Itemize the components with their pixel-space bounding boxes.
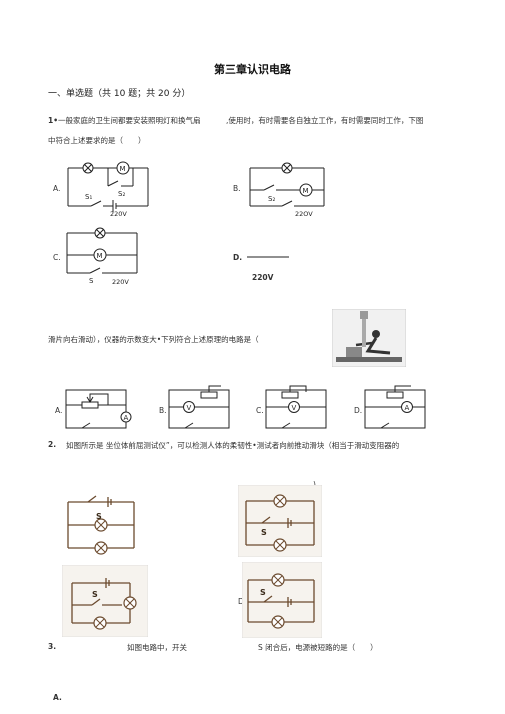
q3-text-b: S 闭合后，电源被短路的是（ ） [258,643,378,652]
q2-option-b[interactable]: B. [159,406,167,415]
q3a-s-label: S [96,512,102,521]
q3-option-d-marker[interactable]: D [238,597,244,606]
q1a-motor-label: M [120,165,126,173]
q3-circuit-c: S [62,565,148,637]
section-heading: 一、单选题（共 10 题；共 20 分） [48,89,191,99]
test-device-photo [332,309,406,367]
q2-option-c[interactable]: C. [256,406,264,415]
q2-text-top: 滑片向右滑动），仪器的示数变大•下列符合上述原理的电路是（ [48,335,259,344]
q2-text-main: 如图所示是 坐位体前屈测试仪”，可以检测人体的柔韧性•测试者向前推动滑块（相当于… [66,441,400,450]
q1-option-d[interactable]: D. [233,253,243,262]
q2a-meter: A [124,414,129,422]
q3-circuit-b: S [238,485,322,557]
q1-option-c[interactable]: C. [53,253,61,262]
q3c-s-label: S [92,590,98,599]
q1d-voltage: 220V [252,273,274,282]
q2d-meter: A [405,404,410,412]
q1-circuit-a: M S₁ S₂ 220V [67,161,149,218]
q3b-s-label: S [261,528,267,537]
q1-option-b[interactable]: B. [233,184,241,193]
q1c-voltage: 220V [112,278,129,286]
q1a-s2-label: S₂ [118,190,125,198]
q1c-motor-label: M [97,252,103,260]
q3-number: 3. [48,642,57,651]
q1b-motor-label: M [303,187,309,195]
q2b-meter: V [187,404,192,412]
q2-circuit-a: A [65,389,132,429]
q1-number: 1• [48,116,59,125]
q2-circuit-c: V [265,385,327,429]
q1a-s1-label: S₁ [85,193,92,201]
q1-option-d-line [247,256,289,258]
q2-option-d[interactable]: D. [354,406,363,415]
q2-option-a[interactable]: A. [55,406,63,415]
q1-option-a[interactable]: A. [53,184,61,193]
q3-text-a: 如图电路中，开关 [127,643,187,652]
q1-text-a: 一般家庭的卫生间都要安装照明灯和换气扇 [58,116,201,125]
q1-circuit-b: M S₂ 22OV [249,162,325,218]
q1-text-c: 中符合上述要求的是（ ） [48,136,146,145]
q2-circuit-d: A [364,385,426,429]
q3-circuit-d: S [242,562,322,638]
q1b-voltage: 22OV [295,210,313,218]
q1b-s2-label: S₂ [268,195,275,203]
page-title: 第三章认识电路 [214,63,291,76]
q3-option-a-bottom[interactable]: A. [53,693,62,702]
q3d-s-label: S [260,588,266,597]
q1-text-line1: 1•一般家庭的卫生间都要安装照明灯和换气扇 [48,115,201,126]
q1c-s-label: S [89,277,94,285]
q2c-meter: V [292,404,297,412]
q1-circuit-c: M S 220V [66,227,138,286]
q2-number: 2. [48,440,57,449]
q2-circuit-b: V [168,385,230,429]
q1a-voltage: 220V [110,210,127,218]
q2-close-paren: ) [313,480,316,489]
q1-text-b: ,使用时，有时需要各自独立工作，有时需要同时工作，下图 [226,116,424,125]
q3-circuit-a: S [67,495,135,555]
